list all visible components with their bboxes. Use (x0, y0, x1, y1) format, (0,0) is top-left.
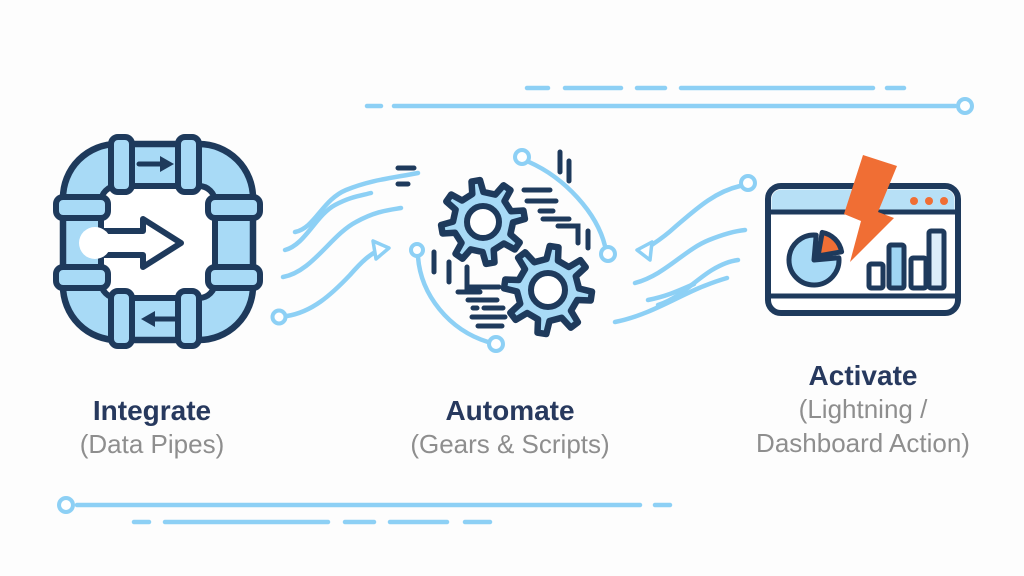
step-title: Activate (808, 360, 918, 391)
step-label-activate: Activate (Lightning / Dashboard Action) (743, 358, 983, 461)
step-label-integrate: Integrate (Data Pipes) (32, 393, 272, 462)
connector-ring (599, 245, 617, 263)
connector-ring (409, 242, 425, 258)
connector-ring (487, 335, 505, 353)
step-label-automate: Automate (Gears & Scripts) (390, 393, 630, 462)
data-pipes-loop-icon (53, 134, 263, 349)
script-lines (395, 149, 591, 329)
step-subtitle: (Data Pipes) (79, 429, 225, 459)
lightning-bolt-icon (844, 155, 897, 262)
bottom-divider-lines (57, 496, 673, 525)
arrowhead-left-icon (635, 240, 654, 262)
gears-icon (395, 149, 596, 338)
gear-small-icon (500, 242, 596, 338)
line-end-ring (57, 496, 75, 514)
pipe-flow-arrow-right-icon (136, 156, 174, 172)
line-end-ring (956, 97, 974, 115)
step-title: Integrate (92, 395, 212, 426)
dashboard-lightning-icon (765, 155, 961, 316)
top-divider-lines (364, 85, 974, 115)
window-dots (910, 197, 948, 205)
flow-curves-right (612, 174, 757, 325)
gear-orbit-arcs (409, 148, 617, 353)
connector-ring (270, 308, 288, 326)
pipe-flanges (53, 134, 263, 349)
flow-curves-left (270, 170, 421, 326)
bar-chart-icon (866, 228, 947, 291)
gear-large-icon (437, 176, 529, 268)
pie-chart-icon (786, 229, 845, 288)
step-title: Automate (445, 395, 575, 426)
data-arrow-icon (79, 216, 184, 270)
connector-ring (513, 148, 531, 166)
pipe-flow-arrow-left-icon (141, 311, 179, 327)
step-subtitle: (Gears & Scripts) (410, 429, 610, 459)
arrowhead-right-icon (371, 239, 391, 261)
step-subtitle: (Lightning / Dashboard Action) (756, 394, 970, 458)
connector-ring (739, 174, 757, 192)
